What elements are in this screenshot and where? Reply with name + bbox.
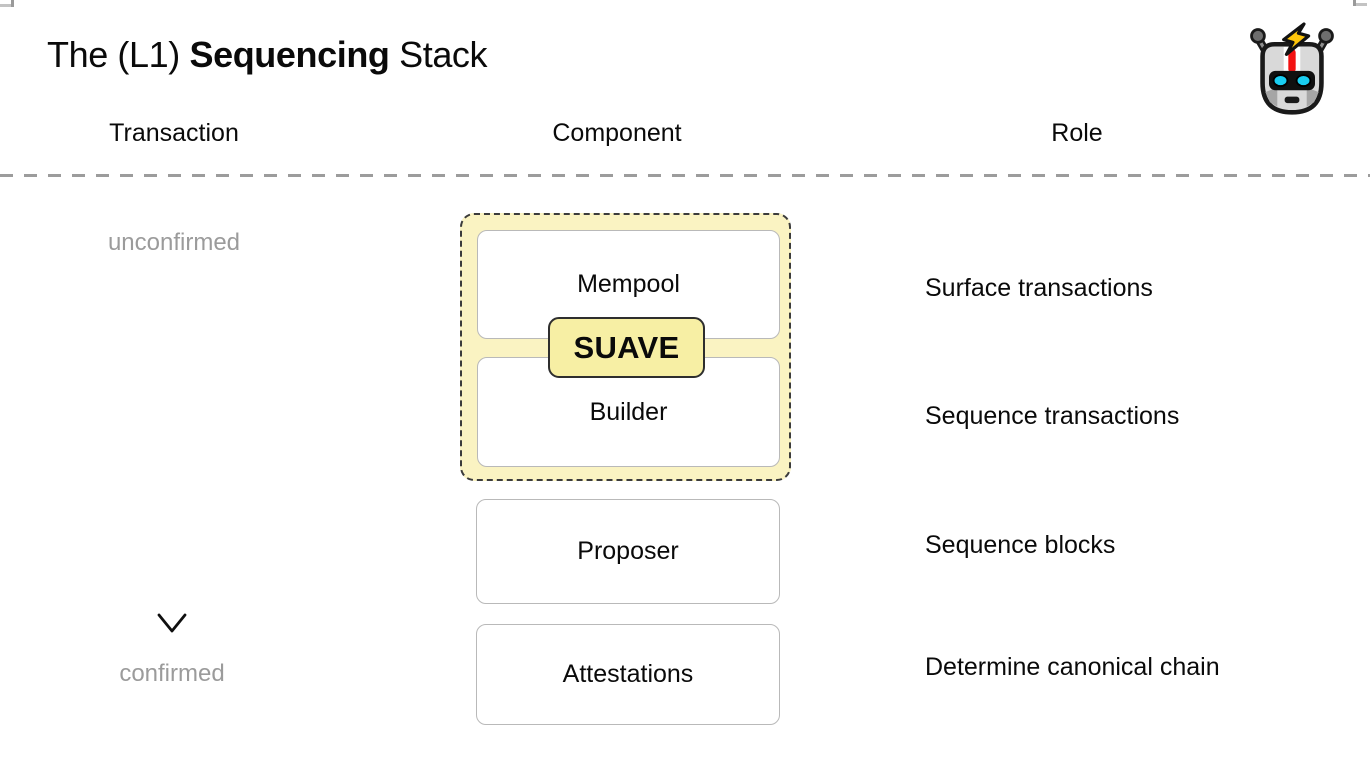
role-surface-transactions: Surface transactions bbox=[925, 274, 1153, 302]
title-suffix: Stack bbox=[389, 34, 488, 75]
crop-mark-top-left-tick bbox=[11, 0, 14, 7]
flow-label-confirmed: confirmed bbox=[119, 660, 225, 687]
crop-mark-top-left bbox=[0, 4, 12, 7]
flow-label-unconfirmed: unconfirmed bbox=[107, 229, 241, 256]
component-label-builder: Builder bbox=[589, 397, 668, 426]
column-header-transaction: Transaction bbox=[109, 119, 239, 147]
page-title: The (L1) Sequencing Stack bbox=[47, 34, 488, 76]
flow-arrow-down-icon bbox=[157, 266, 187, 633]
component-box-attestations: Attestations bbox=[476, 624, 780, 725]
role-sequence-blocks: Sequence blocks bbox=[925, 531, 1116, 559]
header-divider bbox=[0, 174, 1370, 177]
column-header-role: Role bbox=[1051, 119, 1103, 147]
component-label-mempool: Mempool bbox=[577, 270, 680, 298]
role-sequence-transactions: Sequence transactions bbox=[925, 402, 1180, 430]
title-emphasis: Sequencing bbox=[189, 34, 390, 75]
suave-badge: SUAVE bbox=[548, 317, 705, 378]
flashbots-robot-icon bbox=[1250, 22, 1334, 115]
title-prefix: The (L1) bbox=[47, 34, 190, 75]
component-label-proposer: Proposer bbox=[577, 537, 679, 565]
component-box-proposer: Proposer bbox=[476, 499, 780, 604]
component-box-builder: Builder bbox=[477, 357, 780, 467]
crop-mark-top-right bbox=[1354, 3, 1367, 6]
column-header-component: Component bbox=[552, 119, 682, 147]
role-determine-canonical-chain: Determine canonical chain bbox=[925, 653, 1220, 681]
component-label-attestations: Attestations bbox=[562, 660, 694, 688]
suave-badge-label: SUAVE bbox=[573, 329, 680, 365]
crop-mark-top-right-tick bbox=[1353, 0, 1356, 6]
